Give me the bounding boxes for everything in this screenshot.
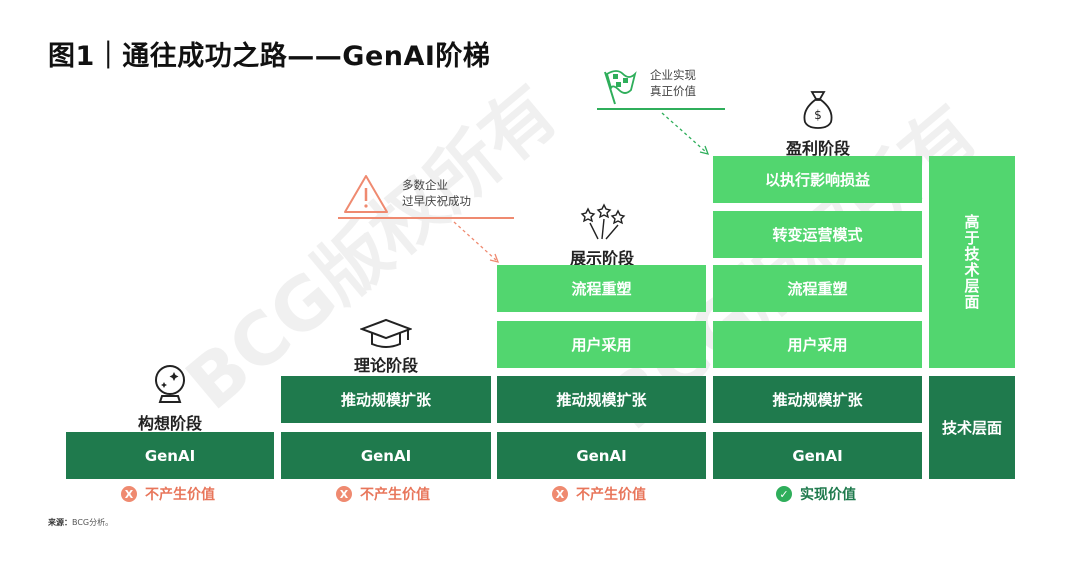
arrow-real [661,112,710,155]
stage-label-showcase: 展示阶段 [569,249,634,268]
checkered-flag-icon [604,70,637,105]
result-stage4: ✓ 实现价值 [776,484,856,504]
source-text: BCG分析。 [72,518,114,527]
note-underline-real [597,108,725,110]
result-stage1: X 不产生价值 [121,484,215,504]
block-user-adoption-stage3: 用户采用 [497,321,706,368]
fireworks-icon [580,203,626,240]
result-text: 不产生价值 [360,487,430,503]
result-stage3: X 不产生价值 [552,484,646,504]
side-label-above-tech-text: 高于技术层面 [962,214,981,310]
graduation-cap-icon [360,318,412,348]
block-user-adoption-stage4: 用户采用 [713,321,922,368]
page-title: 图1｜通往成功之路——GenAI阶梯 [48,41,491,72]
block-genai-stage2: GenAI [281,432,491,479]
block-process-stage3: 流程重塑 [497,265,706,312]
block-scale-stage2: 推动规模扩张 [281,376,491,423]
note-early-celebration: 多数企业 过早庆祝成功 [402,178,471,208]
block-genai-stage1: GenAI [66,432,274,479]
block-genai-stage3: GenAI [497,432,706,479]
check-circle-icon: ✓ [776,486,792,502]
block-genai-stage4: GenAI [713,432,922,479]
source-label: 来源： [48,518,72,527]
warning-icon [344,175,388,213]
stage-label-theory: 理论阶段 [353,356,418,375]
result-stage2: X 不产生价值 [336,484,430,504]
result-text: 不产生价值 [145,487,215,503]
block-process-stage4: 流程重塑 [713,265,922,312]
stage-label-ideation: 构想阶段 [137,414,202,433]
result-text: 不产生价值 [576,487,646,503]
svg-text:$: $ [814,108,822,122]
x-circle-icon: X [121,486,137,502]
x-circle-icon: X [552,486,568,502]
block-loss-stage4: 以执行影响损益 [713,156,922,203]
x-circle-icon: X [336,486,352,502]
crystal-ball-icon [155,365,185,403]
source-note: 来源：BCG分析。 [48,517,113,528]
result-text: 实现价值 [800,487,856,503]
stage-label-profit: 盈利阶段 [785,139,850,158]
arrow-early [453,221,500,263]
note-real-value: 企业实现 真正价值 [650,68,696,98]
side-label-above-tech: 高于技术层面 [929,156,1015,368]
block-scale-stage3: 推动规模扩张 [497,376,706,423]
side-label-tech: 技术层面 [929,376,1015,479]
block-transform-stage4: 转变运营模式 [713,211,922,258]
block-scale-stage4: 推动规模扩张 [713,376,922,423]
money-bag-icon: $ [803,91,833,129]
note-underline-early [338,217,514,219]
